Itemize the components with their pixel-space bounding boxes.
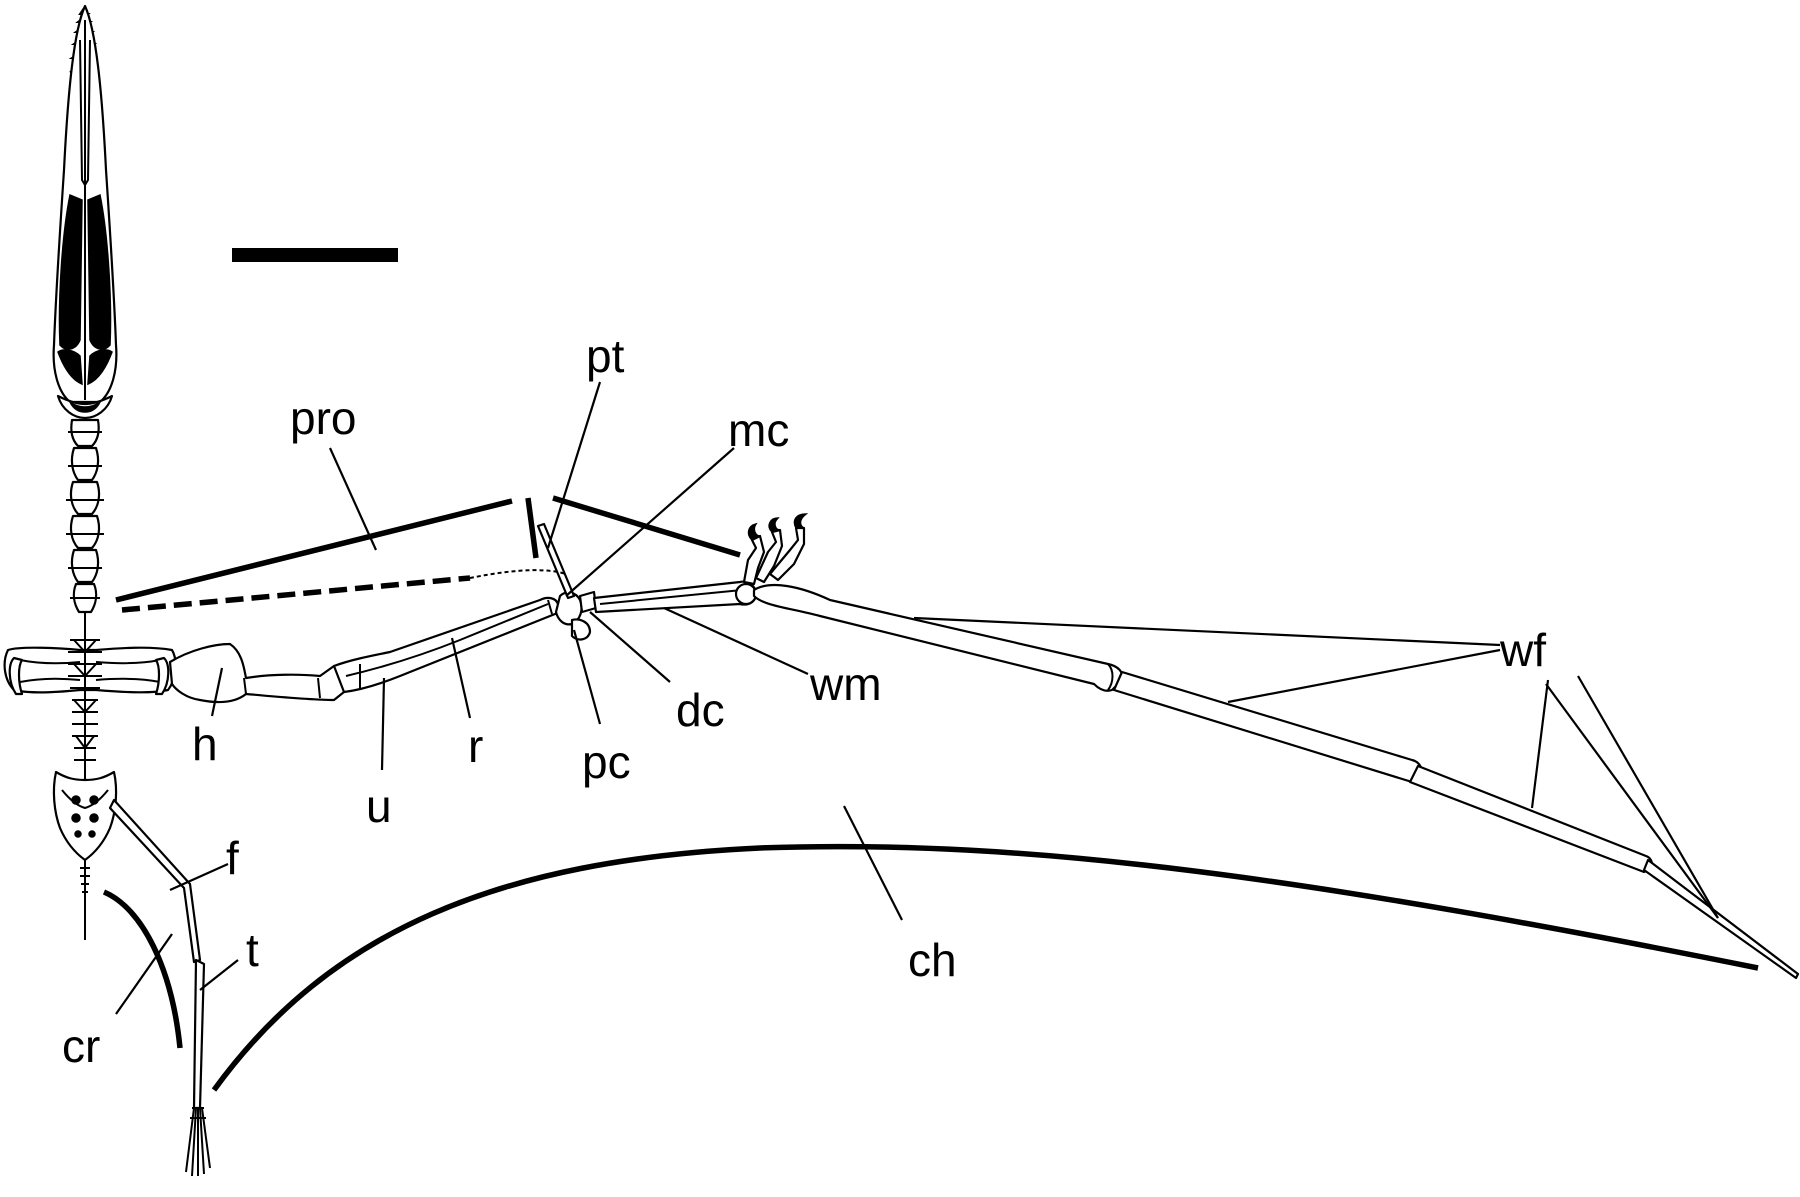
label-wm: wm [809,658,882,710]
membrane-outlines [102,495,1759,1092]
wing-metacarpal [592,580,758,614]
label-pro: pro [290,392,356,444]
skull [52,4,118,420]
label-f: f [226,832,239,884]
label-r: r [468,720,483,772]
leader-lines [115,381,1719,1015]
label-dc: dc [676,684,725,736]
label-h: h [192,718,218,770]
label-ch: ch [908,934,957,986]
forelimb [168,522,598,704]
label-u: u [366,780,392,832]
dorsal-vertebrae [68,612,102,780]
scale-bar [232,248,398,262]
hind-limb [108,798,211,1177]
label-t: t [246,924,259,976]
pelvis [52,770,118,940]
cervical-vertebrae [66,418,104,614]
label-pc: pc [582,736,631,788]
label-cr: cr [62,1020,100,1072]
manual-digits [742,513,809,586]
wing-finger [752,584,1800,980]
label-pt: pt [586,330,625,382]
label-wf: wf [1499,624,1546,676]
label-mc: mc [728,404,789,456]
labels: pro pt mc wf wm dc pc h r u f t cr ch [62,330,1546,1072]
